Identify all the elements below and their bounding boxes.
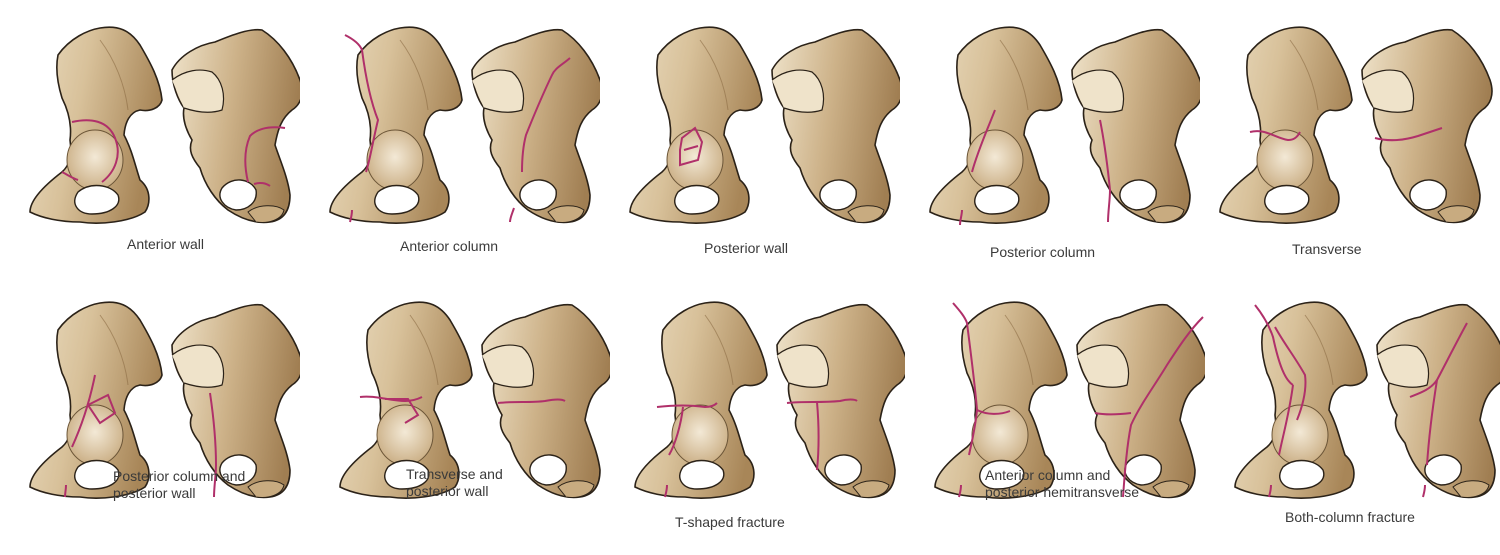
fracture-lines [1249, 127, 1443, 142]
caption-posterior-wall: Posterior wall [704, 240, 789, 256]
hemipelvis-illustration [29, 26, 300, 224]
hemipelvis-illustration [934, 301, 1205, 499]
panel-t-shaped: T-shaped fracture [605, 275, 905, 545]
hemipelvis-illustration [929, 26, 1200, 226]
caption-posterior-column: Posterior column [990, 244, 1096, 260]
caption-anterior-wall: Anterior wall [127, 236, 205, 252]
fracture-lines [359, 395, 566, 424]
panel-anterior-column: Anterior column [300, 0, 600, 270]
caption-anterior-column-posterior-hemitransverse: Anterior column and posterior hemitransv… [985, 467, 1139, 501]
panel-anterior-wall: Anterior wall [0, 0, 300, 270]
caption-line-1: Transverse and [406, 466, 503, 482]
caption-anterior-column: Anterior column [400, 238, 499, 254]
hemipelvis-illustration [634, 301, 905, 499]
caption-line-2: posterior wall [113, 485, 196, 501]
hemipelvis-illustration [1234, 301, 1500, 499]
caption-posterior-column-posterior-wall: Posterior column and posterior wall [113, 468, 245, 502]
hemipelvis-illustration [629, 26, 900, 224]
caption-t-shaped: T-shaped fracture [675, 514, 785, 530]
caption-transverse-posterior-wall: Transverse and posterior wall [406, 466, 503, 500]
fracture-lines [64, 374, 218, 498]
panel-posterior-column: Posterior column [900, 0, 1200, 270]
panel-posterior-wall: Posterior wall [600, 0, 900, 270]
caption-line-1: Anterior column and [985, 467, 1111, 483]
caption-line-2: posterior wall [406, 483, 489, 499]
panel-both-column: Both-column fracture [1205, 275, 1500, 545]
caption-both-column: Both-column fracture [1285, 509, 1415, 525]
panel-posterior-column-posterior-wall: Posterior column and posterior wall [0, 275, 300, 545]
caption-line-2: posterior hemitransverse [985, 484, 1140, 500]
fracture-lines [656, 398, 858, 498]
panel-anterior-column-posterior-hemitransverse: Anterior column and posterior hemitransv… [905, 275, 1205, 545]
panel-transverse: Transverse [1180, 0, 1493, 270]
hemipelvis-illustration [339, 301, 610, 499]
caption-line-1: Posterior column and [113, 468, 246, 484]
hemipelvis-illustration [1219, 26, 1493, 224]
hemipelvis-illustration [329, 26, 600, 224]
fracture-lines [679, 126, 704, 167]
panel-transverse-posterior-wall: Transverse and posterior wall [310, 275, 610, 545]
fracture-lines [61, 119, 286, 187]
caption-transverse: Transverse [1292, 241, 1362, 257]
fracture-lines [952, 302, 1204, 498]
fracture-lines [344, 34, 571, 223]
fracture-lines [959, 109, 1112, 226]
hemipelvis-illustration [29, 301, 300, 499]
fracture-lines [1254, 304, 1468, 498]
